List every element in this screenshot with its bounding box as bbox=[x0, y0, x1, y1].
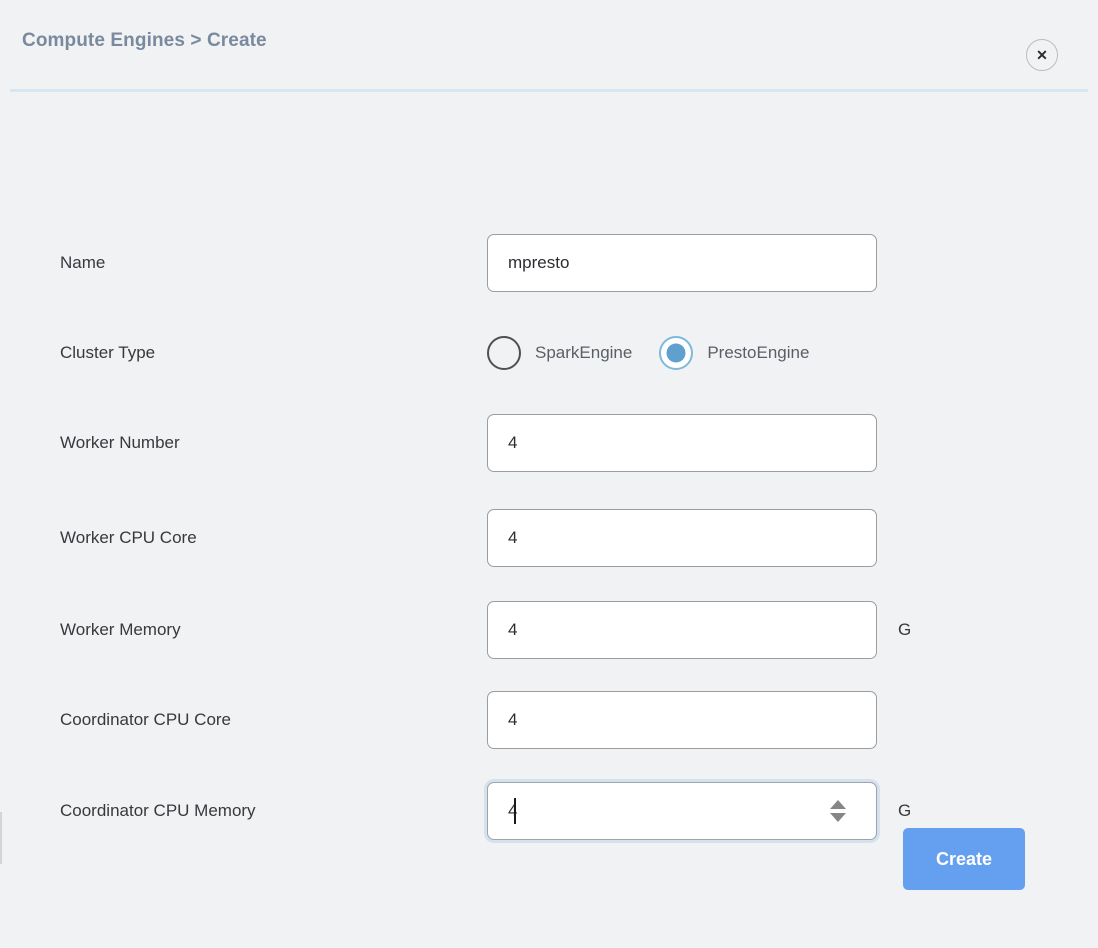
field-label: Coordinator CPU Memory bbox=[60, 801, 256, 820]
form-row: Coordinator CPU Core bbox=[0, 691, 1098, 749]
breadcrumb: Compute Engines > Create bbox=[22, 30, 267, 51]
field-label: Coordinator CPU Core bbox=[60, 710, 232, 729]
radio-option-label: PrestoEngine bbox=[707, 343, 810, 362]
coordinator-cpu-memory-input[interactable] bbox=[487, 782, 877, 840]
field-label: Cluster Type bbox=[60, 343, 156, 362]
radio-checked-icon[interactable] bbox=[659, 336, 694, 370]
number-stepper[interactable] bbox=[830, 794, 846, 828]
radio-unchecked-icon[interactable] bbox=[487, 336, 521, 370]
unit-label: G bbox=[898, 620, 912, 639]
coordinator-cpu-core-input[interactable] bbox=[487, 691, 877, 749]
field-label: Worker Number bbox=[60, 433, 180, 452]
field-label: Name bbox=[60, 253, 106, 272]
form-row: Name bbox=[0, 234, 1098, 292]
modal-header: Compute Engines > Create ✕ bbox=[0, 0, 1098, 92]
name-input[interactable] bbox=[487, 234, 877, 292]
header-divider bbox=[10, 89, 1088, 92]
worker-memory-input[interactable] bbox=[487, 601, 877, 659]
form-row: Coordinator CPU Memory G bbox=[0, 782, 1098, 840]
unit-label: G bbox=[898, 801, 912, 820]
close-icon: ✕ bbox=[1036, 47, 1048, 63]
radio-option-sparkengine[interactable]: SparkEngine bbox=[487, 336, 632, 370]
stepper-down-icon[interactable] bbox=[830, 813, 846, 822]
close-button[interactable]: ✕ bbox=[1026, 39, 1058, 71]
form-row: Worker Memory G bbox=[0, 601, 1098, 659]
worker-number-input[interactable] bbox=[487, 414, 877, 472]
radio-option-label: SparkEngine bbox=[535, 343, 633, 362]
field-label: Worker Memory bbox=[60, 620, 181, 639]
form-row: Cluster Type SparkEngine PrestoEngine bbox=[0, 324, 1098, 382]
create-button[interactable]: Create bbox=[903, 828, 1025, 890]
form-row: Worker Number bbox=[0, 414, 1098, 472]
text-caret bbox=[514, 798, 516, 824]
background-panel-edge bbox=[0, 812, 2, 864]
cluster-type-radio-group: SparkEngine PrestoEngine bbox=[487, 324, 809, 382]
radio-option-prestoengine[interactable]: PrestoEngine bbox=[659, 336, 809, 370]
worker-cpu-core-input[interactable] bbox=[487, 509, 877, 567]
stepper-up-icon[interactable] bbox=[830, 800, 846, 809]
form-row: Worker CPU Core bbox=[0, 509, 1098, 567]
field-label: Worker CPU Core bbox=[60, 528, 197, 547]
